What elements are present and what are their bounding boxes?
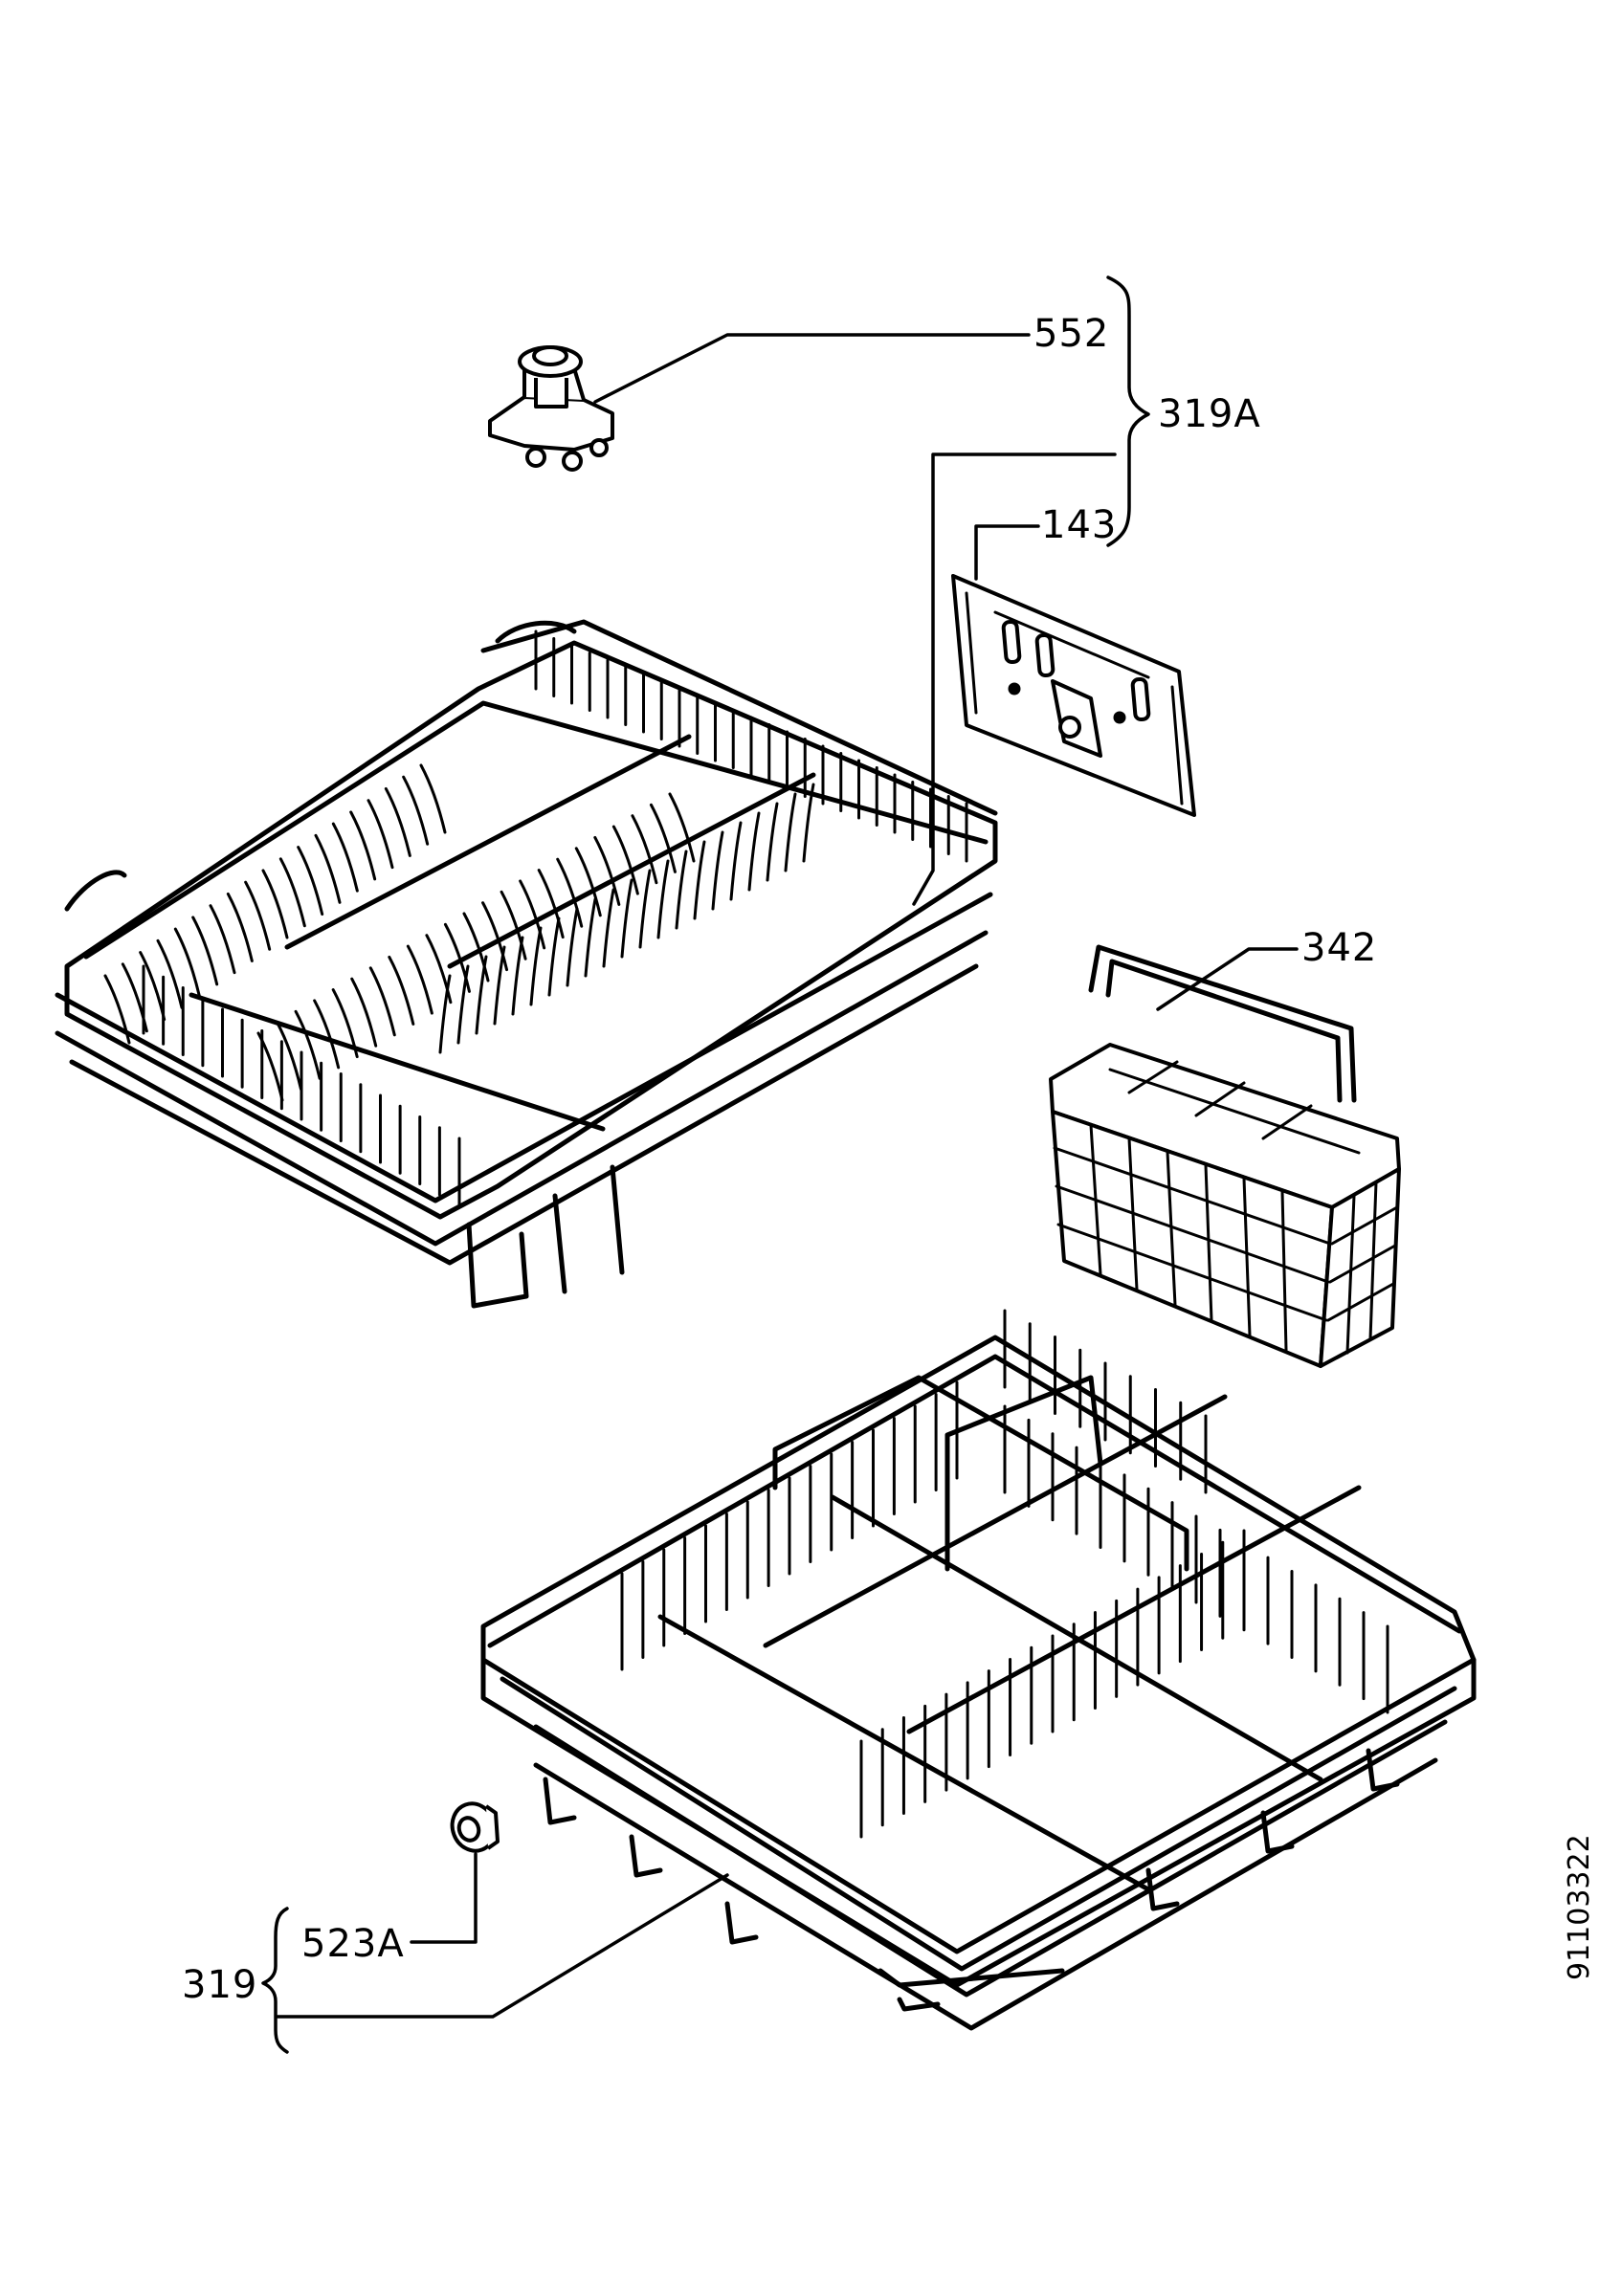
upper-tine bbox=[294, 1009, 322, 1080]
upper-tine bbox=[656, 859, 670, 939]
upper-tine bbox=[425, 934, 453, 1004]
upper-tine bbox=[350, 977, 378, 1048]
upper-tine bbox=[438, 974, 452, 1054]
upper-tine bbox=[276, 1021, 303, 1092]
upper-tine bbox=[462, 912, 490, 982]
lower-basket-tines bbox=[620, 1309, 1389, 1839]
upper-tine bbox=[766, 802, 779, 882]
upper-tine bbox=[547, 916, 561, 997]
upper-tine bbox=[747, 811, 761, 892]
leader-lines bbox=[276, 333, 1299, 2019]
upper-tine bbox=[388, 955, 415, 1026]
part-342-cutlery-basket bbox=[1049, 944, 1401, 1368]
callout-342: 342 bbox=[1301, 926, 1377, 970]
brace-319A bbox=[1106, 276, 1150, 547]
upper-tine bbox=[367, 799, 394, 870]
upper-tine bbox=[278, 857, 306, 928]
upper-basket bbox=[55, 619, 998, 1309]
upper-tine bbox=[226, 892, 254, 962]
upper-tine bbox=[537, 869, 565, 939]
upper-tine bbox=[631, 814, 658, 885]
upper-tine bbox=[384, 786, 411, 857]
upper-tine bbox=[584, 897, 597, 978]
upper-tine bbox=[191, 916, 219, 986]
upper-tine bbox=[331, 988, 359, 1059]
upper-tine bbox=[593, 835, 621, 906]
part-552-roller bbox=[488, 345, 614, 472]
brace-319 bbox=[261, 1907, 289, 2054]
upper-tine bbox=[784, 792, 797, 872]
upper-tine bbox=[711, 830, 724, 911]
drawing-number: 91103322 bbox=[1563, 1834, 1596, 1980]
upper-tine bbox=[675, 850, 688, 930]
upper-tine bbox=[556, 857, 584, 928]
upper-tine bbox=[566, 907, 579, 987]
upper-tine bbox=[368, 966, 396, 1037]
upper-tine bbox=[574, 847, 602, 917]
upper-tine bbox=[481, 901, 509, 972]
upper-tine bbox=[493, 945, 506, 1026]
upper-tine bbox=[620, 878, 633, 959]
lower-basket bbox=[480, 1335, 1477, 2031]
upper-tine bbox=[103, 974, 131, 1045]
upper-tine bbox=[500, 890, 527, 960]
upper-tine bbox=[443, 922, 471, 993]
upper-tine bbox=[729, 821, 743, 901]
callout-552: 552 bbox=[1033, 312, 1109, 356]
upper-tine bbox=[156, 938, 184, 1009]
upper-tine bbox=[638, 869, 652, 949]
upper-tine bbox=[511, 936, 524, 1016]
upper-tine bbox=[802, 783, 815, 863]
upper-tine bbox=[297, 846, 324, 916]
upper-tine bbox=[349, 810, 377, 881]
upper-tine bbox=[519, 879, 546, 950]
upper-tine bbox=[419, 763, 447, 834]
callout-523A: 523A bbox=[301, 1922, 405, 1966]
callout-319A: 319A bbox=[1158, 392, 1261, 436]
callout-143: 143 bbox=[1041, 503, 1117, 547]
part-523A-wheel bbox=[450, 1801, 500, 1853]
upper-tine bbox=[406, 944, 433, 1015]
upper-tine bbox=[649, 803, 677, 873]
upper-tine bbox=[314, 833, 342, 904]
upper-tine bbox=[402, 775, 430, 846]
upper-tine bbox=[261, 869, 289, 939]
upper-tine bbox=[475, 955, 488, 1035]
upper-basket-tines bbox=[103, 629, 968, 1207]
upper-tine bbox=[693, 840, 706, 920]
upper-tine bbox=[209, 904, 236, 975]
upper-tine bbox=[611, 825, 639, 895]
upper-tine bbox=[313, 999, 341, 1070]
upper-tine bbox=[173, 927, 201, 998]
upper-tine bbox=[602, 888, 615, 968]
upper-tine bbox=[244, 880, 272, 951]
upper-tine bbox=[529, 926, 543, 1006]
callout-319: 319 bbox=[182, 1963, 257, 2007]
upper-tine bbox=[456, 964, 470, 1045]
part-143-rail-plate bbox=[951, 574, 1196, 817]
upper-tine bbox=[668, 792, 696, 863]
upper-tine bbox=[331, 822, 359, 893]
